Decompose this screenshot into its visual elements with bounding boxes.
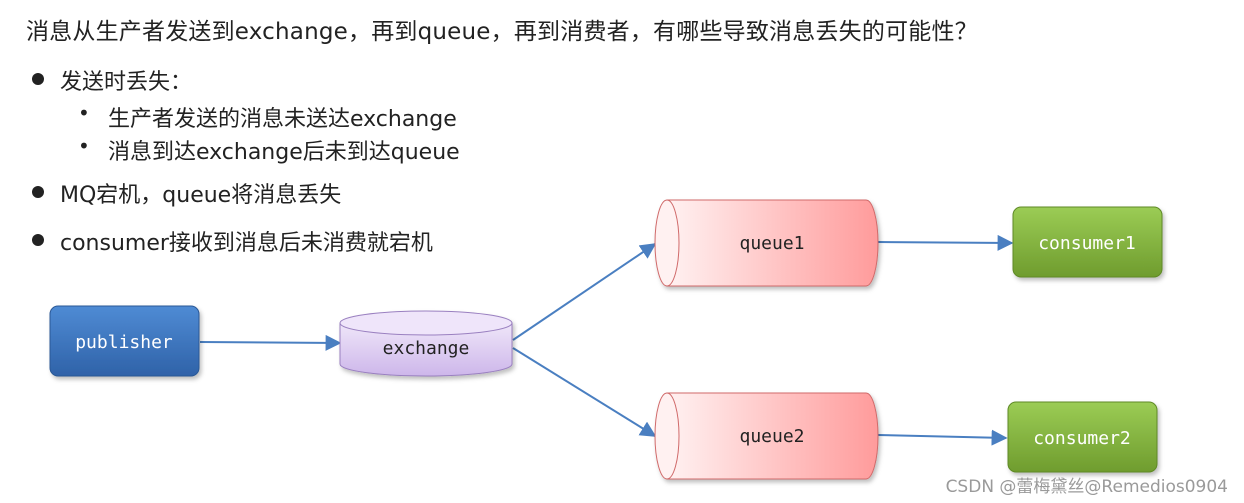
bullet-text: consumer接收到消息后未消费就宕机 [60, 231, 433, 256]
arrow-queue1-consumer1 [877, 234, 1014, 251]
consumer1-label: consumer1 [1038, 233, 1136, 254]
exchange-label: exchange [383, 338, 470, 359]
publisher-label: publisher [75, 332, 173, 353]
sub-bullet-2: • 消息到达exchange后未到达queue [78, 134, 460, 165]
bullet-text: MQ宕机，queue将消息丢失 [60, 183, 342, 208]
sub-bullet-text: 消息到达exchange后未到达queue [108, 140, 460, 165]
sub-bullet-text: 生产者发送的消息未送达exchange [108, 107, 457, 132]
question-title: 消息从生产者发送到exchange，再到queue，再到消费者，有哪些导致消息丢… [26, 19, 978, 45]
bullet-text: 发送时丢失： [60, 70, 193, 95]
bullet-consumer-down: consumer接收到消息后未消费就宕机 [32, 225, 433, 257]
queue1-label: queue1 [739, 233, 804, 254]
bullet-dot [32, 186, 44, 198]
bullet-dot [32, 73, 44, 85]
exchange-node [339, 310, 513, 377]
bullet-mq-down: MQ宕机，queue将消息丢失 [32, 177, 342, 209]
sub-bullet-1: • 生产者发送的消息未送达exchange [78, 101, 457, 132]
arrow-exchange-queue1 [512, 243, 657, 341]
queue2-label: queue2 [739, 426, 804, 447]
consumer2-node [1007, 401, 1158, 473]
consumer2-label: consumer2 [1033, 428, 1131, 449]
arrow-exchange-queue2 [512, 347, 657, 437]
publisher-node [49, 305, 200, 377]
consumer1-node [1012, 206, 1163, 278]
queue2-node [654, 392, 879, 480]
queue1-node [654, 199, 879, 287]
arrow-queue2-consumer2 [877, 429, 1008, 446]
arrow-publisher-exchange [199, 334, 342, 351]
bullet-dot [32, 234, 44, 246]
bullet-send-loss: 发送时丢失： [32, 64, 193, 96]
watermark: CSDN @蕾梅黛丝@Remedios0904 [945, 477, 1228, 497]
